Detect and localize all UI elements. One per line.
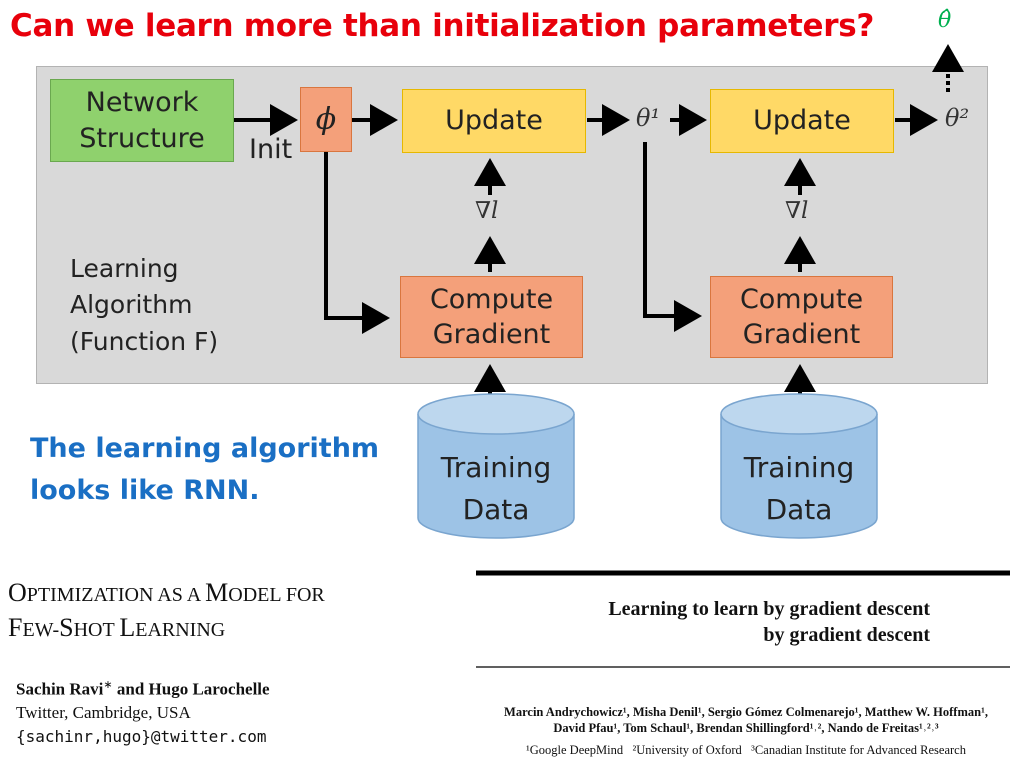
paper-left-authors: Sachin Ravi∗ and Hugo Larochelle [16,679,270,699]
theta-hat-label: θ̂ [938,8,952,33]
rnn-note: The learning algorithm looks like RNN. [30,433,380,506]
grad-label-1: ∇l [475,198,499,224]
paper-left-email: {sachinr,hugo}@twitter.com [16,727,267,746]
grad-label-2: ∇l [785,198,809,224]
phi-box: ϕ [300,87,352,152]
paper-left-title: OPTIMIZATION AS A MODEL FOR FEW-SHOT LEA… [8,578,325,643]
arrow-phi-to-compute1 [324,152,390,334]
update-box-1: Update [402,89,586,153]
theta1-label: θ¹ [636,104,661,132]
update-box-2: Update [710,89,894,153]
init-label: Init [249,134,293,165]
slide-title: Can we learn more than initialization pa… [10,8,875,44]
learning-algorithm-label: Learning Algorithm (Function F) [70,254,219,356]
training-data-cylinder-2 [720,393,878,539]
phi-symbol: ϕ [315,102,337,137]
paper-right-authors: Marcin Andrychowicz¹, Misha Denil¹, Serg… [504,705,988,735]
paper-right-title: Learning to learn by gradient descent by… [608,598,930,646]
paper-left-affiliation: Twitter, Cambridge, USA [16,703,191,722]
theta2-label: θ² [945,104,970,132]
arrow-theta1-to-compute2 [643,142,702,332]
paper-right-affiliations: ¹Google DeepMind ²University of Oxford ³… [526,743,966,757]
training-data-cylinder-1 [417,393,575,539]
